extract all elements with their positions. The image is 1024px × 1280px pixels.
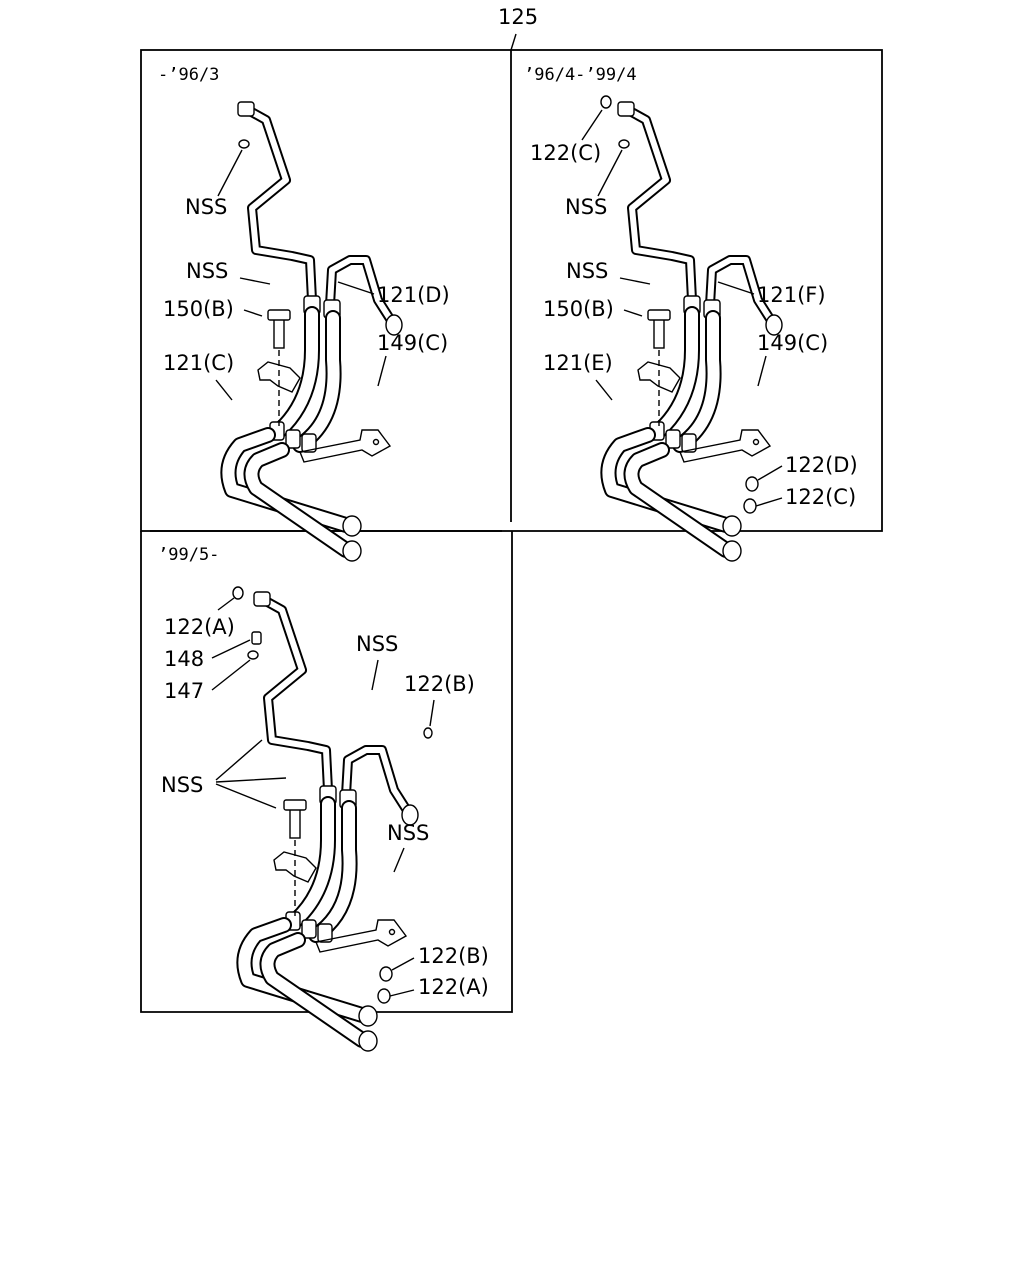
- panel-2-label-hose-e: 121(E): [543, 351, 613, 375]
- panel-2-oring-d: [745, 476, 759, 492]
- panel-1: -’96/3 NSS NSS 150(B) 121(D) 149(C) 121(…: [158, 65, 450, 561]
- panel-3-label-oring-a-top: 122(A): [164, 615, 235, 639]
- panel-2: ’96/4-’99/4 122(C) NSS NSS 150(B) 121(F)…: [524, 65, 858, 561]
- main-callout-leader: [510, 33, 517, 51]
- panel-1-label-nss-nut: NSS: [185, 195, 227, 219]
- panel-3-oring-top: [232, 586, 244, 600]
- panel-3-part-147: [247, 650, 259, 660]
- panel-3-nss-group-leaders: [215, 739, 287, 809]
- panel-3-oring-b-top: [423, 727, 433, 739]
- panel-2-nut: [618, 139, 630, 149]
- panel-3-label-148: 148: [164, 647, 204, 671]
- panel-3: ’99/5- 122(A) 148 147 NSS 122(B) NSS NSS…: [158, 545, 489, 1051]
- panel-2-period: ’96/4-’99/4: [524, 65, 637, 85]
- panel-2-hose-assembly: [608, 102, 782, 561]
- main-callout-number: 125: [498, 5, 538, 29]
- panel-1-period: -’96/3: [158, 65, 219, 85]
- panel-2-label-nss-nut: NSS: [565, 195, 607, 219]
- panel-3-oring-a: [377, 988, 391, 1004]
- panel-1-nut: [238, 139, 250, 149]
- panel-3-period: ’99/5-: [158, 545, 219, 565]
- panel-3-label-147: 147: [164, 679, 204, 703]
- panel-3-label-nss-pipe: NSS: [356, 632, 398, 656]
- panel-2-label-nss-bolt: NSS: [566, 259, 608, 283]
- panel-3-label-oring-b: 122(B): [418, 944, 489, 968]
- panel-3-label-oring-a: 122(A): [418, 975, 489, 999]
- panel-3-part-148: [251, 631, 262, 645]
- panel-2-label-oring-c: 122(C): [785, 485, 856, 509]
- panel-2-label-oring-d: 122(D): [785, 453, 858, 477]
- panel-3-oring-b: [379, 966, 393, 982]
- panel-1-hose-assembly: [228, 102, 402, 561]
- panel-2-label-clamp: 150(B): [543, 297, 614, 321]
- panel-3-label-nss-group: NSS: [161, 773, 203, 797]
- panel-2-oring-c: [743, 498, 757, 514]
- panel-3-label-nss-bracket: NSS: [387, 821, 429, 845]
- panel-2-label-hose-f: 121(F): [757, 283, 826, 307]
- panel-3-label-oring-b-top: 122(B): [404, 672, 475, 696]
- panel-2-label-oring-top: 122(C): [530, 141, 601, 165]
- panel-1-label-nss-bolt: NSS: [186, 259, 228, 283]
- panel-1-label-clamp: 150(B): [163, 297, 234, 321]
- panel-1-label-hose-c: 121(C): [163, 351, 234, 375]
- panel-2-oring-top: [600, 95, 612, 109]
- panel-1-label-bracket: 149(C): [377, 331, 448, 355]
- panel-1-label-hose-d: 121(D): [377, 283, 450, 307]
- panel-2-label-bracket: 149(C): [757, 331, 828, 355]
